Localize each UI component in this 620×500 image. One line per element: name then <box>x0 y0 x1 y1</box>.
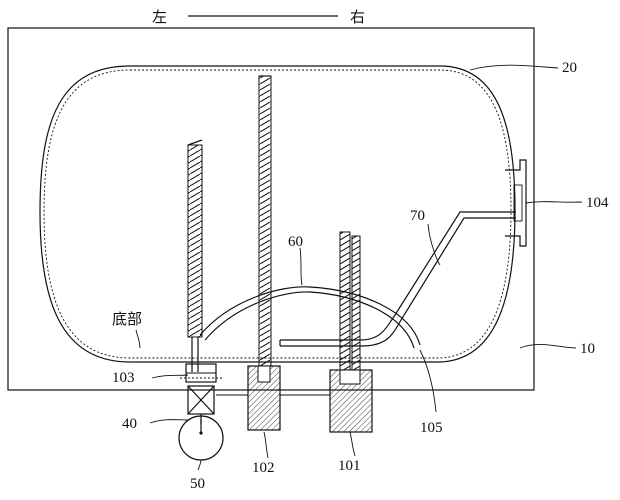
label-50: 50 <box>190 476 205 492</box>
leader-104 <box>525 201 583 204</box>
label-70: 70 <box>410 208 425 224</box>
outlet-port <box>513 184 523 222</box>
leader-101 <box>349 431 356 457</box>
heater-tube-b <box>351 235 361 375</box>
label-103: 103 <box>112 370 135 386</box>
inlet-pipe-outer <box>199 286 421 346</box>
leader-10 <box>519 344 577 349</box>
outlet-pipe-inner <box>280 217 516 347</box>
label-101: 101 <box>338 458 361 474</box>
label-10: 10 <box>580 341 595 357</box>
anode-rod <box>258 75 272 367</box>
leader-20 <box>469 64 559 71</box>
leader-50 <box>197 459 202 471</box>
label-20: 20 <box>562 60 577 76</box>
leader-40 <box>149 419 189 424</box>
heater-tube-a <box>339 231 351 375</box>
leader-60 <box>299 247 303 286</box>
inner-tank <box>39 65 516 363</box>
inlet-pipe-inner <box>204 291 415 349</box>
inner-tank-wall <box>43 69 512 359</box>
label-60: 60 <box>288 234 303 250</box>
label-left: 左 <box>152 8 167 26</box>
label-bottom: 底部 <box>112 310 142 328</box>
leader-105 <box>419 349 437 413</box>
label-40: 40 <box>122 416 137 432</box>
label-105: 105 <box>420 420 443 436</box>
leader-70 <box>427 223 441 266</box>
heating-element-spiral <box>187 144 203 338</box>
leader-103 <box>151 374 189 379</box>
leader-bottom <box>135 329 141 349</box>
label-104: 104 <box>586 195 609 211</box>
leader-102 <box>263 431 269 459</box>
outlet-pipe-outer <box>280 211 516 341</box>
label-right: 右 <box>350 8 365 26</box>
label-102: 102 <box>252 460 275 476</box>
anode-fitting <box>247 365 281 431</box>
